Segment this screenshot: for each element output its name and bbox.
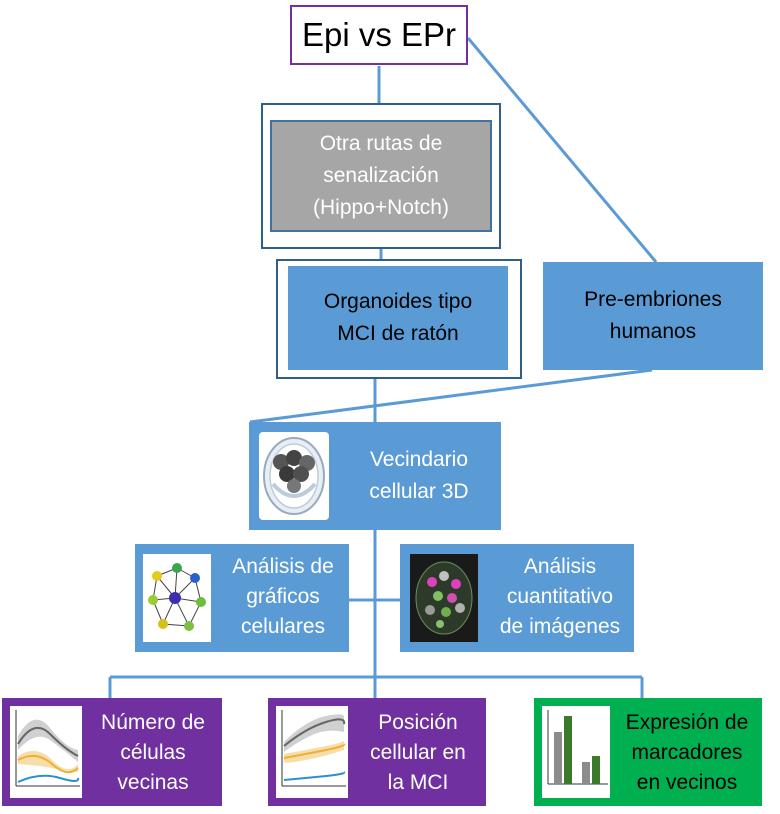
graph-analysis-label: Análisis de gráficos celulares xyxy=(232,555,334,638)
neighborhood-box: Vecindario cellular 3D xyxy=(249,422,501,530)
signaling-box: Otra rutas de senalización (Hippo+Notch) xyxy=(270,120,492,232)
image-analysis-box: Análisis cuantitativo de imágenes xyxy=(400,544,634,652)
fluorescence-image-icon xyxy=(410,554,478,642)
cell-position-label: Posición cellular en la MCI xyxy=(370,711,466,794)
cell-cluster-3d-icon xyxy=(259,432,329,520)
cell-graph-network-icon xyxy=(143,554,211,642)
marker-expression-label: Expresión de marcadores en vecinos xyxy=(625,711,749,794)
image-analysis-label: Análisis cuantitativo de imágenes xyxy=(499,555,621,638)
marker-expression-box: Expresión de marcadores en vecinos xyxy=(534,698,762,806)
organoids-box: Organoides tipo MCI de ratón xyxy=(288,266,508,370)
neighbor-count-label: Número de células vecinas xyxy=(101,711,205,794)
neighbor-count-box: Número de células vecinas xyxy=(2,698,222,806)
human-embryos-box: Pre-embriones humanos xyxy=(543,262,763,370)
neighbor-count-plot-icon xyxy=(10,706,82,798)
neighborhood-label: Vecindario cellular 3D xyxy=(369,448,469,503)
cell-position-box: Posición cellular en la MCI xyxy=(268,698,486,806)
marker-bar-chart-icon xyxy=(542,706,610,798)
icm-distance-plot-icon xyxy=(276,706,348,798)
graph-analysis-box: Análisis de gráficos celulares xyxy=(135,544,349,652)
title-box: Epi vs EPr xyxy=(290,5,468,65)
